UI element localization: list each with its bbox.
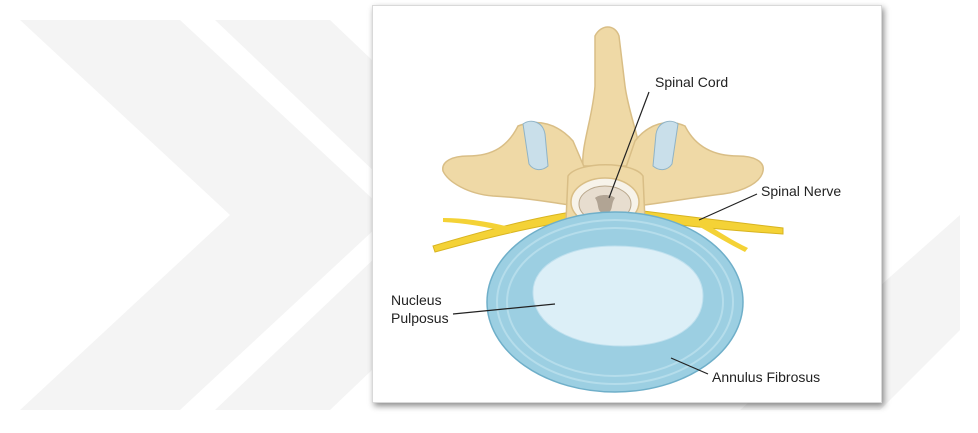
intervertebral-disc [487,212,743,392]
nucleus-pulposus-label-line2: Pulposus [391,310,449,327]
annulus-fibrosus-label: Annulus Fibrosus [712,369,820,386]
nucleus-pulposus [533,246,703,346]
spine-anatomy-figure: Spinal Cord Spinal Nerve Nucleus Pulposu… [372,5,882,403]
nucleus-pulposus-label-line1: Nucleus [391,292,442,309]
spinal-cord-label: Spinal Cord [655,74,728,91]
vertebra-illustration [373,6,882,403]
spinal-nerve-label: Spinal Nerve [761,183,841,200]
